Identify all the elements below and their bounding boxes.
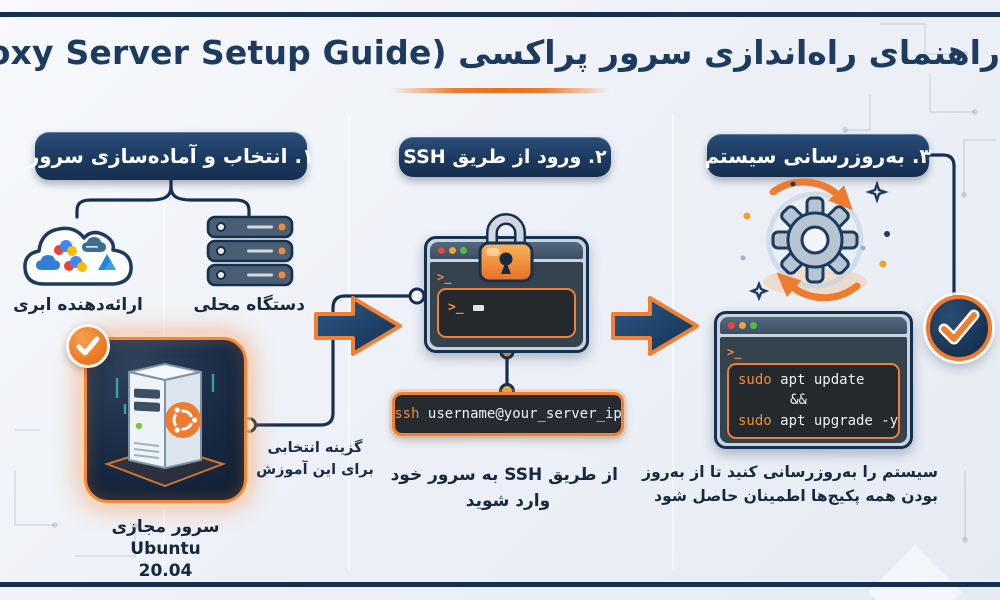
- update-command-line1: sudo apt update: [738, 372, 865, 388]
- google-cloud-logo-icon: [54, 240, 77, 256]
- maximize-dot-icon: [460, 247, 467, 254]
- aws-cloud-logo-icon: [82, 237, 106, 252]
- selected-check-icon: [66, 324, 110, 368]
- step2-header: ۲. ورود از طریق SSH: [399, 137, 611, 177]
- step2-caption-line2: وارد شوید: [465, 491, 551, 512]
- local-device-label: دستگاه محلی: [193, 295, 305, 315]
- title-underline: [390, 88, 610, 93]
- close-dot-icon: [728, 322, 735, 329]
- minimize-dot-icon: [739, 322, 746, 329]
- page-title: راهنمای راه‌اندازی سرور پراکسی (Proxy Se…: [0, 33, 1000, 72]
- ubuntu-server-label: سرور مجازی Ubuntu 20.04: [74, 516, 257, 582]
- refresh-arrow-icon: [776, 272, 861, 302]
- ubuntu-logo-icon: [165, 402, 201, 438]
- gear-update-icon: [740, 178, 890, 302]
- terminal-prompt: >_: [448, 300, 464, 315]
- command-join-operator: &&: [790, 392, 807, 409]
- step2-caption-line1: از طریق SSH به سرور خود: [390, 465, 618, 485]
- ubuntu-server-label-line2: 20.04: [138, 561, 193, 582]
- blue-cloud-logo-icon: [36, 255, 60, 270]
- ssh-command-box: ssh username@your_server_ip: [392, 392, 624, 436]
- terminal-inner-pane: >_: [437, 288, 576, 338]
- server-stack-icon: [206, 215, 294, 287]
- padlock-icon: [478, 213, 534, 283]
- arrow-right-icon: [314, 296, 402, 356]
- top-rule: [0, 12, 1000, 17]
- refresh-arrow-icon: [769, 178, 853, 211]
- cloud-provider-icon: [23, 226, 133, 286]
- update-command-line2: sudo apt upgrade -y: [738, 412, 899, 429]
- terminal-titlebar: [720, 317, 907, 334]
- step1-header: ۱. انتخاب و آماده‌سازی سرور: [28, 132, 314, 180]
- ssh-command-args: username@your_server_ip: [419, 406, 622, 422]
- minimize-dot-icon: [449, 247, 456, 254]
- google-cloud-logo-icon: [64, 256, 87, 272]
- selected-option-note: گزینه انتخابی برای این آموزش: [252, 438, 378, 482]
- ssh-command-keyword: ssh: [394, 406, 420, 422]
- terminal-body: >_ sudo apt update && sudo apt upgrade -…: [720, 337, 907, 443]
- terminal-prompt: >_: [437, 270, 452, 284]
- gear-icon: [771, 196, 859, 284]
- step3-caption-line1: سیستم را به‌روزرسانی کنید تا از به‌روز: [642, 463, 938, 481]
- arrow-right-icon: [611, 296, 699, 356]
- completion-check-icon: [926, 295, 992, 361]
- step3-header: ۳. به‌روزرسانی سیستم: [704, 134, 932, 177]
- cursor-block: [472, 305, 484, 311]
- terminal-inner-pane: sudo apt update && sudo apt upgrade -y: [727, 363, 900, 439]
- cloud-provider-label: ارائه‌دهنده ابری: [13, 295, 143, 315]
- note-line1: گزینه انتخابی: [267, 440, 363, 456]
- sparkle-icon: [748, 180, 889, 302]
- note-line2: برای این آموزش: [256, 461, 374, 478]
- terminal-prompt: >_: [727, 345, 742, 359]
- step2-caption: از طریق SSH به سرور خود وارد شوید: [390, 462, 618, 515]
- step3-caption-line2: بودن همه پکیج‌ها اطمینان حاصل شود: [654, 487, 938, 506]
- terminal-body: >_ >_: [430, 262, 583, 347]
- ssh-terminal-window: >_ >_: [424, 236, 589, 353]
- ubuntu-server-label-line1: سرور مجازی Ubuntu: [111, 517, 220, 560]
- bottom-rule: [0, 582, 1000, 587]
- decorative-dots: [740, 181, 890, 268]
- maximize-dot-icon: [750, 322, 757, 329]
- close-dot-icon: [438, 247, 445, 254]
- ubuntu-server-tower-icon: [103, 363, 227, 488]
- azure-logo-icon: [98, 254, 116, 270]
- step3-caption: سیستم را به‌روزرسانی کنید تا از به‌روز ب…: [642, 460, 938, 508]
- ubuntu-server-card: [84, 337, 247, 503]
- update-terminal-window: >_ sudo apt update && sudo apt upgrade -…: [714, 311, 913, 449]
